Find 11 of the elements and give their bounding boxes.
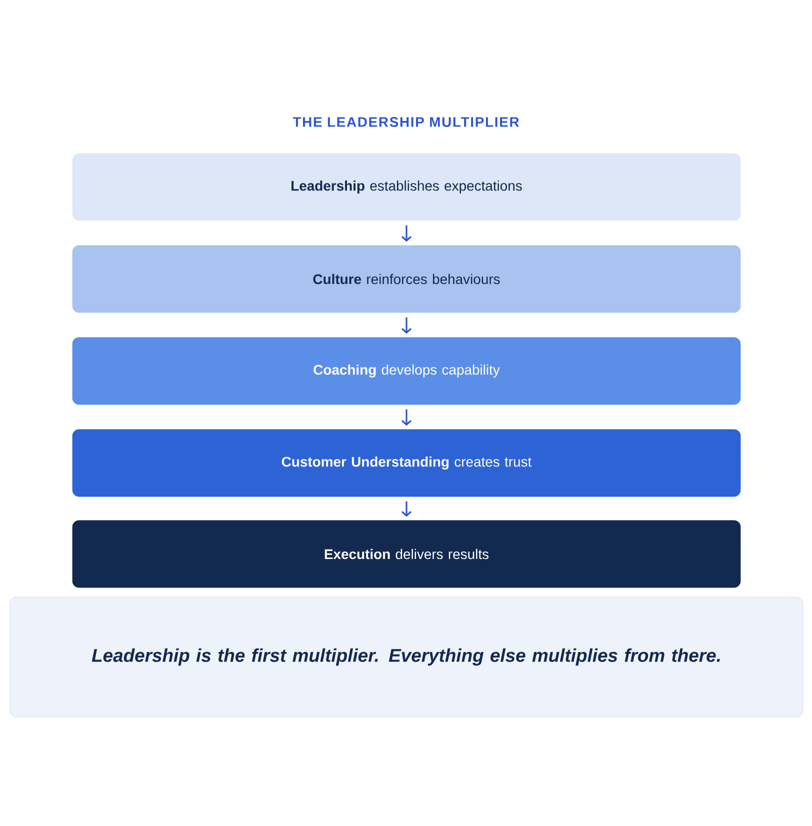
arrow: [401, 317, 412, 334]
quote-box: Leadership is the first multiplier. Everything else multiplies from there.: [10, 596, 804, 718]
arrow: [401, 225, 412, 242]
step-box: Leadership establishes expectations: [72, 152, 742, 222]
title: THE LEADERSHIP MULTIPLIER: [292, 117, 520, 127]
step-box: Execution delivers results: [72, 520, 742, 588]
step-box: Culture reinforces behaviours: [72, 244, 742, 314]
step-box: Customer Understanding creates trust: [72, 428, 742, 498]
arrow: [401, 501, 412, 517]
step-box: Coaching develops capability: [72, 336, 742, 406]
arrow: [401, 409, 412, 426]
